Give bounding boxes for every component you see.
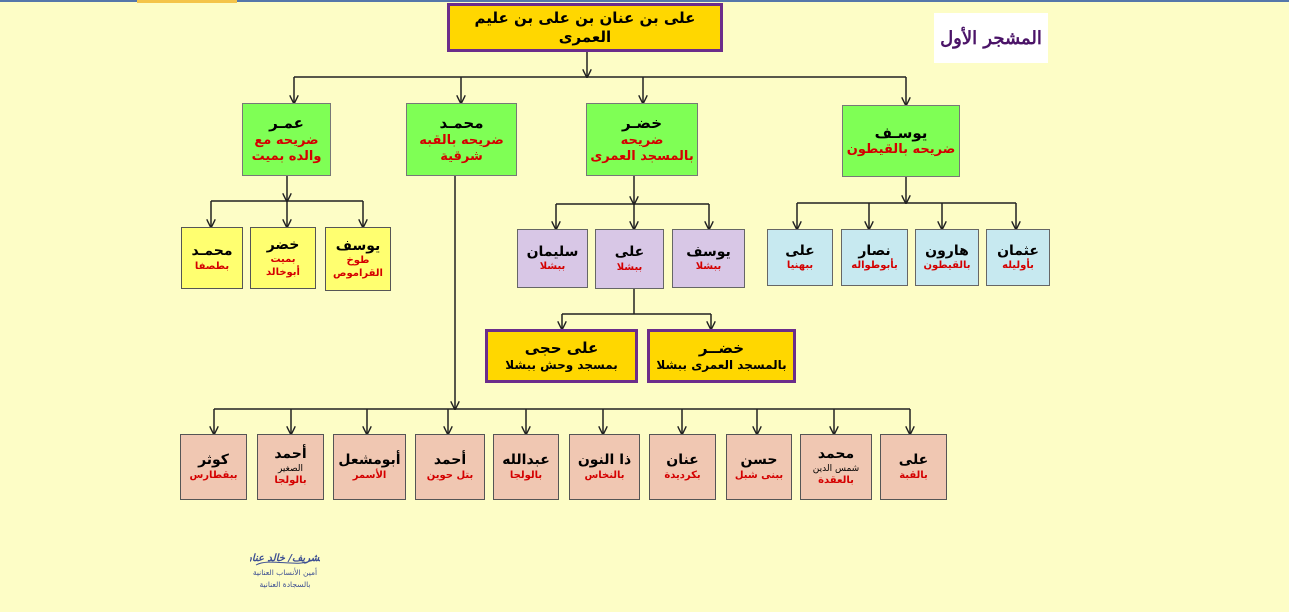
node-desc: ببقطارس xyxy=(189,469,238,481)
node-name: محمـد xyxy=(439,113,484,132)
node-mohamed-child-6: عبدالله بالولجا xyxy=(493,434,559,500)
node-name: عبدالله xyxy=(502,452,550,468)
node-name: أحمد xyxy=(433,452,467,468)
node-name: يوسف xyxy=(335,237,381,254)
node-name: يوسف xyxy=(686,243,731,260)
node-name: كوثر xyxy=(198,452,229,468)
node-name: على xyxy=(898,452,929,468)
node-desc: بالولجا xyxy=(274,475,307,487)
node-mohamed-child-2: محمد شمس الدين بالعقدة xyxy=(800,434,872,500)
node-desc: بالولجا xyxy=(509,469,543,481)
root-label: على بن عنان بن على بن عليم العمرى xyxy=(474,8,696,46)
node-desc: بمسجد وحش ببشلا xyxy=(505,357,618,372)
node-mohamed-child-10: كوثر ببقطارس xyxy=(180,434,247,500)
node-mohamed-child-7: أحمد بتل حوين xyxy=(415,434,485,500)
node-mohamed-child-4: عنان بكرديدة xyxy=(649,434,716,500)
node-desc: بميت xyxy=(270,254,296,266)
node-desc: القراموص xyxy=(333,267,383,279)
node-yusuf-othman: عثمان بأوليله xyxy=(986,229,1050,286)
node-mohamed-child-8: أبومشعل الأسمر xyxy=(333,434,406,500)
node-name: محمد xyxy=(817,446,855,463)
node-name: خضـر xyxy=(621,113,663,132)
node-desc: أبوخالد xyxy=(266,266,300,278)
node-desc: ببشلا xyxy=(695,261,722,272)
node-khidr: خضـر ضريحه بالمسجد العمرى xyxy=(586,103,698,176)
node-desc: بأبوطواله xyxy=(851,260,898,271)
node-mohamed: محمـد ضريحه بالقبه شرقية xyxy=(406,103,517,176)
node-desc: الأسمر xyxy=(352,469,387,481)
node-name: خضر xyxy=(266,236,300,253)
node-name: على xyxy=(785,242,815,259)
node-omar-khidr: خضر بميت أبوخالد xyxy=(250,227,316,289)
node-khidr-ali: على ببشلا xyxy=(595,229,664,289)
top-border xyxy=(0,0,1289,2)
node-mohamed-child-9: أحمد الصغير بالولجا xyxy=(257,434,324,500)
page-title: المشجر الأول xyxy=(940,27,1042,49)
title-panel: المشجر الأول xyxy=(934,13,1048,63)
node-desc: بالعقدة xyxy=(818,475,854,487)
node-name: حسن xyxy=(740,452,778,468)
node-mohamed-child-5: ذا النون بالنخاس xyxy=(569,434,640,500)
node-name: عنان xyxy=(666,452,699,468)
node-name: على xyxy=(614,244,645,260)
node-khidr-suleiman: سليمان ببشلا xyxy=(517,229,588,288)
node-desc: بالنخاس xyxy=(584,469,625,481)
node-sub: شمس الدين xyxy=(812,463,860,474)
node-desc: طوخ xyxy=(346,255,370,267)
node-omar: عمـر ضريحه مع والده بميت xyxy=(242,103,331,176)
node-yusuf-ali: على ببهنيا xyxy=(767,229,833,286)
node-desc: ببشلا xyxy=(616,261,643,273)
node-desc: شرقية xyxy=(440,148,483,164)
node-name: محمـد xyxy=(191,243,233,259)
node-omar-yusuf: يوسف طوخ القراموص xyxy=(325,227,391,291)
node-name: خضــر xyxy=(698,339,745,358)
node-name: يوسـف xyxy=(874,123,928,142)
node-yusuf-haroun: هارون بالقيطون xyxy=(915,229,979,286)
node-desc: ببهنيا xyxy=(786,260,814,271)
node-omar-mohamed: محمـد بطصفا xyxy=(181,227,243,289)
signature-seal: الشريف/ خالد عنان أمين الأنساب العنانية … xyxy=(250,553,320,589)
svg-text:بالسجادة العنانية: بالسجادة العنانية xyxy=(259,580,310,589)
node-desc: ببنى شبل xyxy=(734,469,784,481)
top-accent xyxy=(137,0,237,3)
node-desc: بالمسجد العمرى xyxy=(590,148,694,164)
node-desc: والده بميت xyxy=(251,148,322,164)
node-desc: ضريحه xyxy=(620,132,664,148)
node-name: على حجى xyxy=(524,339,599,358)
node-desc: بتل حوين xyxy=(426,469,474,481)
node-desc: بأوليله xyxy=(1002,260,1034,271)
node-name: أبومشعل xyxy=(338,452,401,468)
node-name: عثمان xyxy=(997,242,1039,259)
node-sub: الصغير xyxy=(277,463,304,474)
node-mohamed-child-3: حسن ببنى شبل xyxy=(726,434,792,500)
node-desc: ببشلا xyxy=(539,261,566,272)
node-khidr-yusuf: يوسف ببشلا xyxy=(672,229,745,288)
node-desc: بالقبة xyxy=(899,469,928,481)
svg-text:أمين الأنساب العنانية: أمين الأنساب العنانية xyxy=(253,567,317,577)
node-name: هارون xyxy=(925,242,969,259)
node-desc: ضريحه مع xyxy=(254,132,319,148)
node-name: سليمان xyxy=(526,243,579,260)
node-mohamed-child-1: على بالقبة xyxy=(880,434,947,500)
node-desc: بكرديدة xyxy=(664,469,701,481)
node-ali-hajji: على حجى بمسجد وحش ببشلا xyxy=(485,329,638,383)
node-desc: ضريحه بالقيطون xyxy=(846,142,956,158)
root-node: على بن عنان بن على بن عليم العمرى xyxy=(447,3,723,52)
node-name: أحمد xyxy=(274,446,307,463)
node-name: عمـر xyxy=(269,113,304,132)
node-desc: بالمسجد العمرى ببشلا xyxy=(656,357,787,372)
node-name: نصار xyxy=(858,242,891,259)
node-desc: ضريحه بالقبه xyxy=(419,132,504,148)
node-ali-khidr: خضــر بالمسجد العمرى ببشلا xyxy=(647,329,796,383)
node-desc: بالقيطون xyxy=(923,260,971,271)
node-yusuf: يوسـف ضريحه بالقيطون xyxy=(842,105,960,177)
node-name: ذا النون xyxy=(577,452,632,468)
node-yusuf-nassar: نصار بأبوطواله xyxy=(841,229,908,286)
node-desc: بطصفا xyxy=(194,260,230,272)
svg-text:الشريف/ خالد عنان: الشريف/ خالد عنان xyxy=(250,553,320,564)
